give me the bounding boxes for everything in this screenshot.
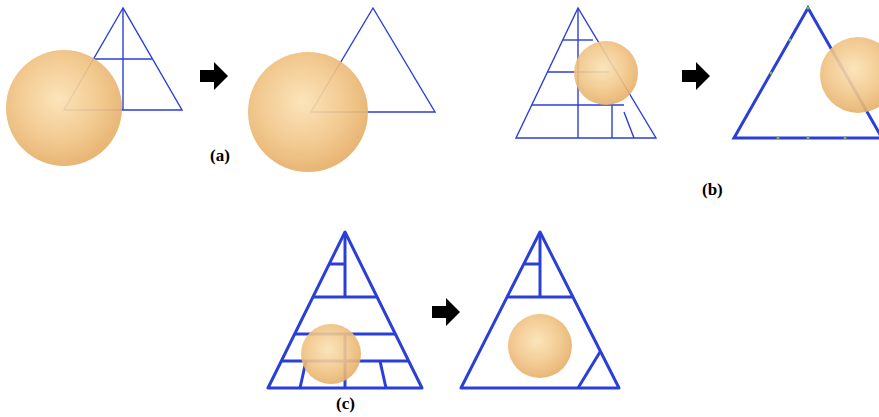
panel-label: (a) [210,147,230,166]
panel-label: (c) [336,395,355,414]
block-arrow [682,62,710,90]
sphere [248,52,368,172]
sphere [301,324,361,384]
sphere [6,50,122,166]
mesh-after-c [461,232,619,388]
block-arrow [432,298,460,326]
mesh-before-c [268,232,422,388]
block-arrow [200,62,228,90]
sphere [508,314,572,378]
panel-label: (b) [702,181,723,200]
mesh-before-b [516,8,656,138]
sphere [820,37,879,113]
sphere [574,41,638,105]
